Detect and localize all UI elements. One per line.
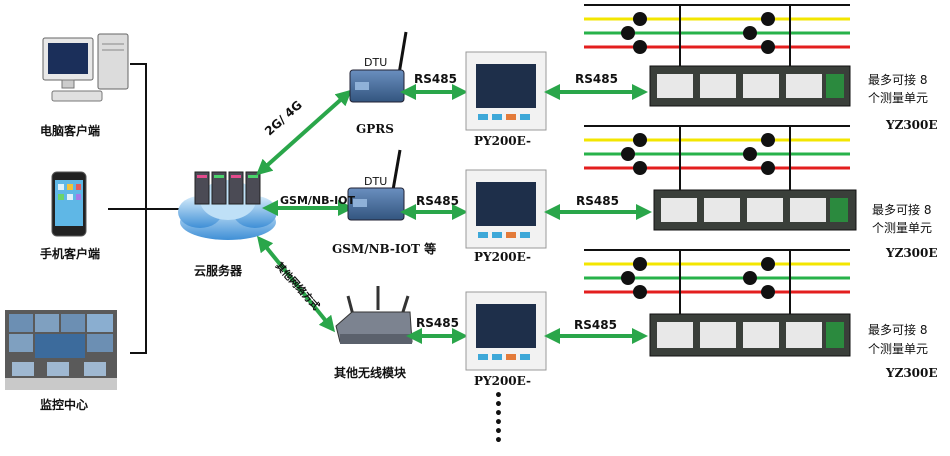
meter-label-3: PY200E- [474,374,531,388]
unit-note-2-line1: 最多可接 8 [872,203,932,217]
other-wireless-label: 其他无线模块 [334,366,407,380]
mobile-client-icon [51,171,87,237]
rs485-label-2a: RS485 [416,194,459,208]
unit-note-1-line2: 个测量单元 [868,91,929,105]
gsm-label: GSM/NB-IOT 等 [332,242,437,256]
cloud-server-icon [178,171,277,240]
continuation-dots: •••••• [494,388,503,449]
unit-note-3-line2: 个测量单元 [868,342,929,356]
pc-client-label: 电脑客户端 [40,124,101,138]
link-nbiot-label: GSM/NB-IOT [280,194,356,207]
meter-device-2 [465,169,547,249]
meter-device-1 [465,51,547,131]
dtu-label-2: DTU [364,175,388,188]
client-bracket [108,63,180,354]
rs485-label-3b: RS485 [574,318,617,332]
measurement-unit-group-1 [584,4,851,107]
rs485-label-3a: RS485 [416,316,459,330]
measurement-unit-group-3 [584,249,851,357]
unit-model-1: YZ300E [886,118,938,132]
meter-label-1: PY200E- [474,134,531,148]
arrow-cloud-gprs [256,89,352,176]
unit-model-3: YZ300E [886,366,938,380]
pc-client-icon [42,33,129,102]
meter-device-3 [465,291,547,371]
unit-model-2: YZ300E [886,246,938,260]
unit-note-3-line1: 最多可接 8 [868,323,928,337]
unit-note-2-line2: 个测量单元 [872,221,933,235]
monitor-center-icon [5,310,117,390]
cloud-server-label: 云服务器 [194,264,243,278]
monitor-center-label: 监控中心 [40,398,89,412]
dtu-label-1: DTU [364,56,388,69]
other-wireless-module [335,286,413,344]
mobile-client-label: 手机客户端 [40,247,101,261]
dtu-gprs-module [349,31,408,103]
meter-label-2: PY200E- [474,250,531,264]
unit-note-1-line1: 最多可接 8 [868,73,928,87]
arrow-cloud-other [256,235,336,333]
rs485-label-1a: RS485 [414,72,457,86]
measurement-unit-group-2 [584,125,857,231]
gprs-label: GPRS [356,122,394,136]
rs485-label-1b: RS485 [575,72,618,86]
rs485-label-2b: RS485 [576,194,619,208]
